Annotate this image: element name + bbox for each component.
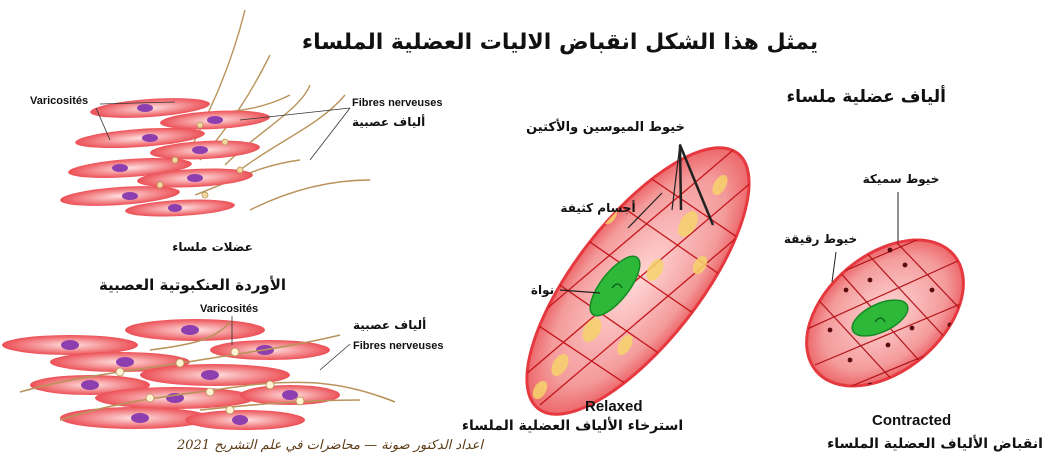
muscle-cells-top (60, 95, 271, 219)
label-nucleus: نواة (520, 283, 565, 297)
label-nerve-fibres-ar-bottom: ألياف عصبية (353, 318, 433, 332)
label-contracted: Contracted (872, 412, 951, 429)
label-smooth-muscles: عضلات ملساء (160, 240, 265, 254)
label-dense-bodies: أجسام كثيفة (548, 201, 648, 215)
label-relaxed: Relaxed (585, 398, 643, 415)
contracted-fibre (779, 192, 991, 415)
label-thick-filaments: خيوط سميكة (856, 172, 946, 186)
figure-subtitle: ألياف عضلية ملساء (786, 87, 946, 107)
caption-contracted: انقباض الألياف العضلية الملساء (815, 436, 1055, 452)
label-myosin-actin: خيوط الميوسين والأكتين (508, 120, 703, 135)
label-thin-filaments: خيوط رقيقة (778, 232, 863, 246)
label-nerve-fibres-ar-top: ألياف عصبية (352, 115, 452, 129)
label-nerve-fibres-fr-top: Fibres nerveuses (352, 97, 443, 109)
caption-relaxed: استرخاء الألياف العضلية الملساء (430, 418, 715, 434)
muscle-cells-bottom (2, 319, 340, 430)
smooth-muscle-sheet-bottom (2, 316, 395, 430)
figure-title: يمثل هذا الشكل انقباض الاليات العضلية ال… (280, 30, 840, 55)
label-nerve-network-title: الأوردة العنكبوتية العصبية (85, 276, 300, 294)
label-nerve-fibres-fr-bottom: Fibres nerveuses (353, 340, 444, 352)
label-varicosites-bottom: Varicosités (200, 303, 258, 315)
credit-line: اعداد الدكتور صونة — محاضرات في علم التش… (140, 438, 520, 453)
label-varicosites-top: Varicosités (30, 95, 88, 107)
